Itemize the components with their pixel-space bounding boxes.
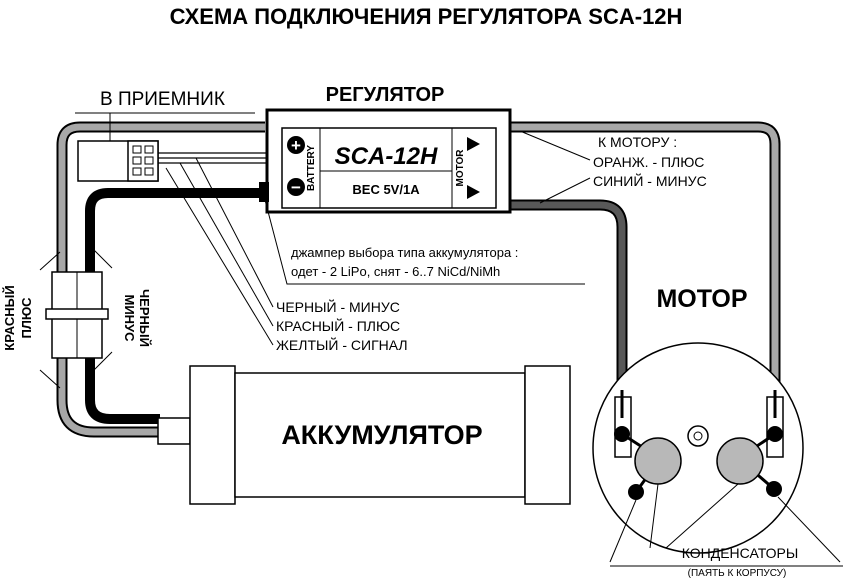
servo-wire-black: ЧЕРНЫЙ - МИНУС: [276, 298, 400, 315]
servo-wire-red: КРАСНЫЙ - ПЛЮС: [276, 317, 400, 334]
svg-text:−: −: [291, 178, 301, 197]
connector-red-label: КРАСНЫЙ: [2, 285, 17, 350]
motor-body: [592, 342, 804, 554]
capacitors-label: КОНДЕНСАТОРЫ: [682, 545, 799, 561]
connector-plus-label: ПЛЮС: [19, 297, 34, 339]
motor-wires-heading: К МОТОРУ :: [598, 134, 677, 150]
motor-wires-line1: ОРАНЖ. - ПЛЮС: [593, 154, 704, 170]
capacitors-note: (ПАЯТЬ К КОРПУСУ): [688, 568, 787, 579]
battery-connector: [45, 271, 109, 359]
motor-minus-wire: [510, 199, 628, 395]
regulator-body: [259, 108, 512, 214]
motor-plus-wire: [510, 121, 781, 395]
servo-wire-yellow: ЖЕЛТЫЙ - СИГНАЛ: [276, 336, 408, 353]
page-title: СХЕМА ПОДКЛЮЧЕНИЯ РЕГУЛЯТОРА SCA-12H: [170, 4, 683, 29]
svg-text:+: +: [291, 136, 301, 155]
regulator-label: РЕГУЛЯТОР: [326, 84, 445, 106]
regulator-bec: BEC 5V/1A: [352, 182, 420, 197]
servo-leaders: [165, 157, 274, 346]
regulator-model: SCA-12H: [335, 143, 438, 170]
jumper-note-line2: одет - 2 LiPo, снят - 6..7 NiCd/NiMh: [291, 264, 500, 279]
battery-side-label: BATTERY: [306, 145, 317, 191]
motor-label: МОТОР: [656, 285, 747, 313]
jumper-leader: [264, 199, 585, 285]
receiver-label: В ПРИЕМНИК: [100, 89, 225, 110]
battery-pack: [157, 365, 571, 505]
motor-plus-leader: [519, 130, 591, 161]
minus-icon: −: [287, 178, 305, 197]
receiver-connector: [77, 140, 159, 182]
motor-side-label: MOTOR: [455, 149, 466, 187]
motor-minus-leader: [539, 177, 591, 204]
plus-icon: +: [287, 136, 305, 155]
connector-black-label: ЧЕРНЫЙ: [137, 289, 152, 347]
connector-leaders: [39, 247, 113, 389]
connector-minus-label: МИНУС: [122, 294, 137, 342]
arrow-right-icon: [467, 185, 480, 199]
motor-wires-line2: СИНИЙ - МИНУС: [593, 172, 707, 189]
jumper: [259, 182, 269, 202]
battery-label: АККУМУЛЯТОР: [281, 420, 482, 450]
arrow-right-icon: [467, 137, 480, 151]
jumper-note-line1: джампер выбора типа аккумулятора :: [291, 245, 518, 260]
capacitor-leaders: [609, 483, 843, 567]
